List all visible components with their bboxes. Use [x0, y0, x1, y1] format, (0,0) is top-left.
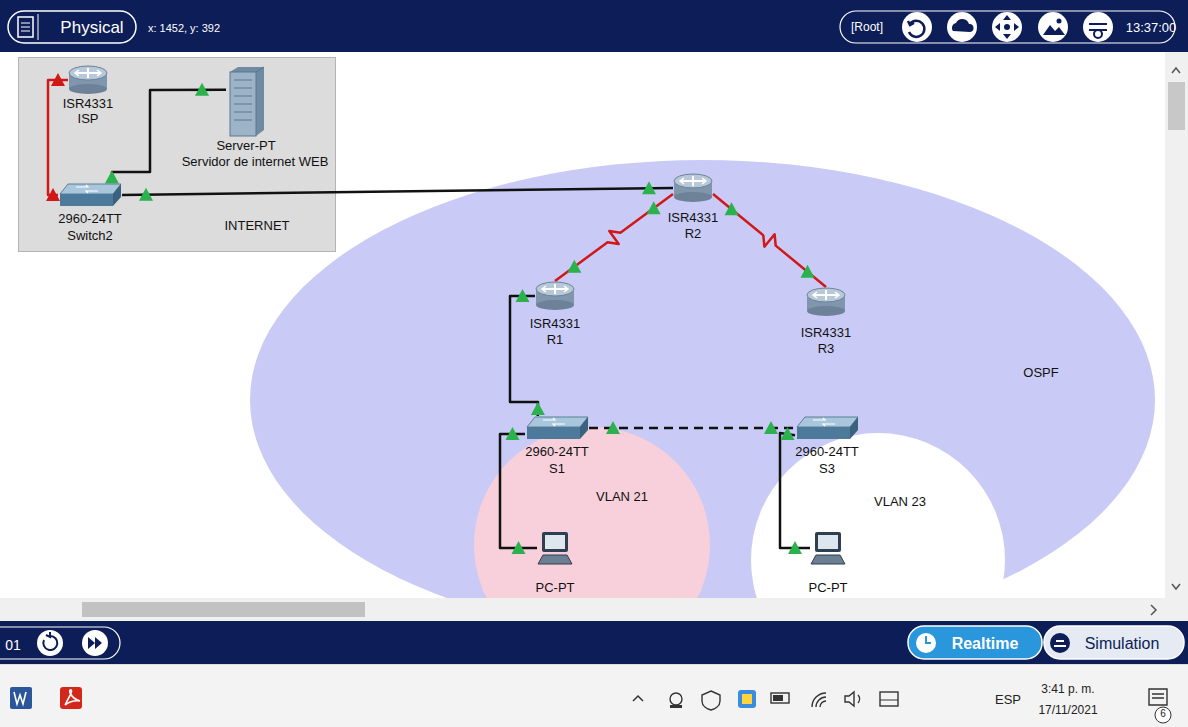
router-device: ISR4331R1 [535, 281, 575, 311]
system-time: 3:41 p. m. [1041, 683, 1094, 697]
device-name: R1 [547, 333, 564, 348]
device-model: 2960-24TT [58, 212, 122, 227]
ospf-area: OSPFISR4331R2ISR4331R1ISR4331R32960-24TT… [250, 160, 1155, 598]
vlan-area: VLAN 21 PC-PT [474, 427, 710, 598]
device-model: OSPF [1023, 366, 1058, 381]
sim-clock: 13:37:00 [1126, 21, 1177, 36]
pc-icon [810, 531, 846, 565]
device-name: R2 [685, 227, 702, 242]
area-outline [751, 433, 1005, 598]
router-icon [673, 173, 713, 203]
switch-icon [525, 416, 589, 440]
device-model: INTERNET [225, 219, 290, 234]
server-icon [226, 66, 266, 138]
device-model: VLAN 21 [596, 490, 648, 505]
scrollbar-graphics [0, 598, 1188, 621]
device-name: ISP [78, 112, 99, 127]
device-model: Server-PT [216, 139, 275, 154]
device-model: PC-PT [536, 581, 575, 596]
pc-device: PC-PT [537, 531, 573, 565]
router-icon [806, 287, 846, 317]
device-model: ISR4331 [801, 326, 852, 341]
device-model: PC-PT [809, 581, 848, 596]
network-area: INTERNET ISR4331ISP Server-PTServidor de i… [18, 57, 336, 252]
pc-icon [537, 531, 573, 565]
device-model: 2960-24TT [525, 445, 589, 460]
pc-device: PC-PT [810, 531, 846, 565]
server-device: Server-PTServidor de internet WEB [226, 66, 266, 138]
workspace-canvas: INTERNETISR4331ISPServer-PTServidor de i… [0, 0, 1165, 598]
scrollbar-graphics [1165, 52, 1188, 598]
device-name: R3 [818, 342, 835, 357]
simulation-button: Simulation [1085, 635, 1160, 653]
vlan-area: VLAN 23 PC-PT [751, 433, 1005, 598]
switch-device: 2960-24TTS3 [795, 416, 859, 440]
device-model: ISR4331 [63, 97, 114, 112]
switch-device: 2960-24TTSwitch2 [58, 183, 122, 207]
router-device: ISR4331ISP [68, 65, 108, 95]
workspace-root: [Root] [851, 21, 883, 35]
switch-device: 2960-24TTS1 [525, 416, 589, 440]
device-model: 2960-24TT [795, 445, 859, 460]
system-date: 17/11/2021 [1038, 704, 1097, 718]
router-device: ISR4331R2 [673, 173, 713, 203]
realtime-button: Realtime [952, 635, 1019, 653]
cursor-coordinates: x: 1452, y: 392 [148, 22, 220, 35]
device-model: ISR4331 [530, 317, 581, 332]
device-model: VLAN 23 [874, 495, 926, 510]
area-outline [474, 427, 710, 598]
device-name: S3 [819, 462, 835, 477]
view-mode: Physical [60, 18, 123, 38]
horizontal-scrollbar [0, 598, 1188, 621]
switch-icon [58, 183, 122, 207]
time-counter: 01 [5, 637, 21, 653]
router-icon [535, 281, 575, 311]
router-device: ISR4331R3 [806, 287, 846, 317]
device-name: Servidor de internet WEB [182, 155, 329, 170]
connector-layer [0, 0, 1165, 598]
switch-icon [795, 416, 859, 440]
area-outline [250, 160, 1155, 598]
device-model: ISR4331 [668, 211, 719, 226]
device-name: S1 [549, 462, 565, 477]
device-name: Switch2 [67, 229, 113, 244]
router-icon [68, 65, 108, 95]
keyboard-language: ESP [995, 693, 1021, 708]
notification-count: 6 [1160, 708, 1166, 720]
vertical-scrollbar [1165, 52, 1188, 598]
